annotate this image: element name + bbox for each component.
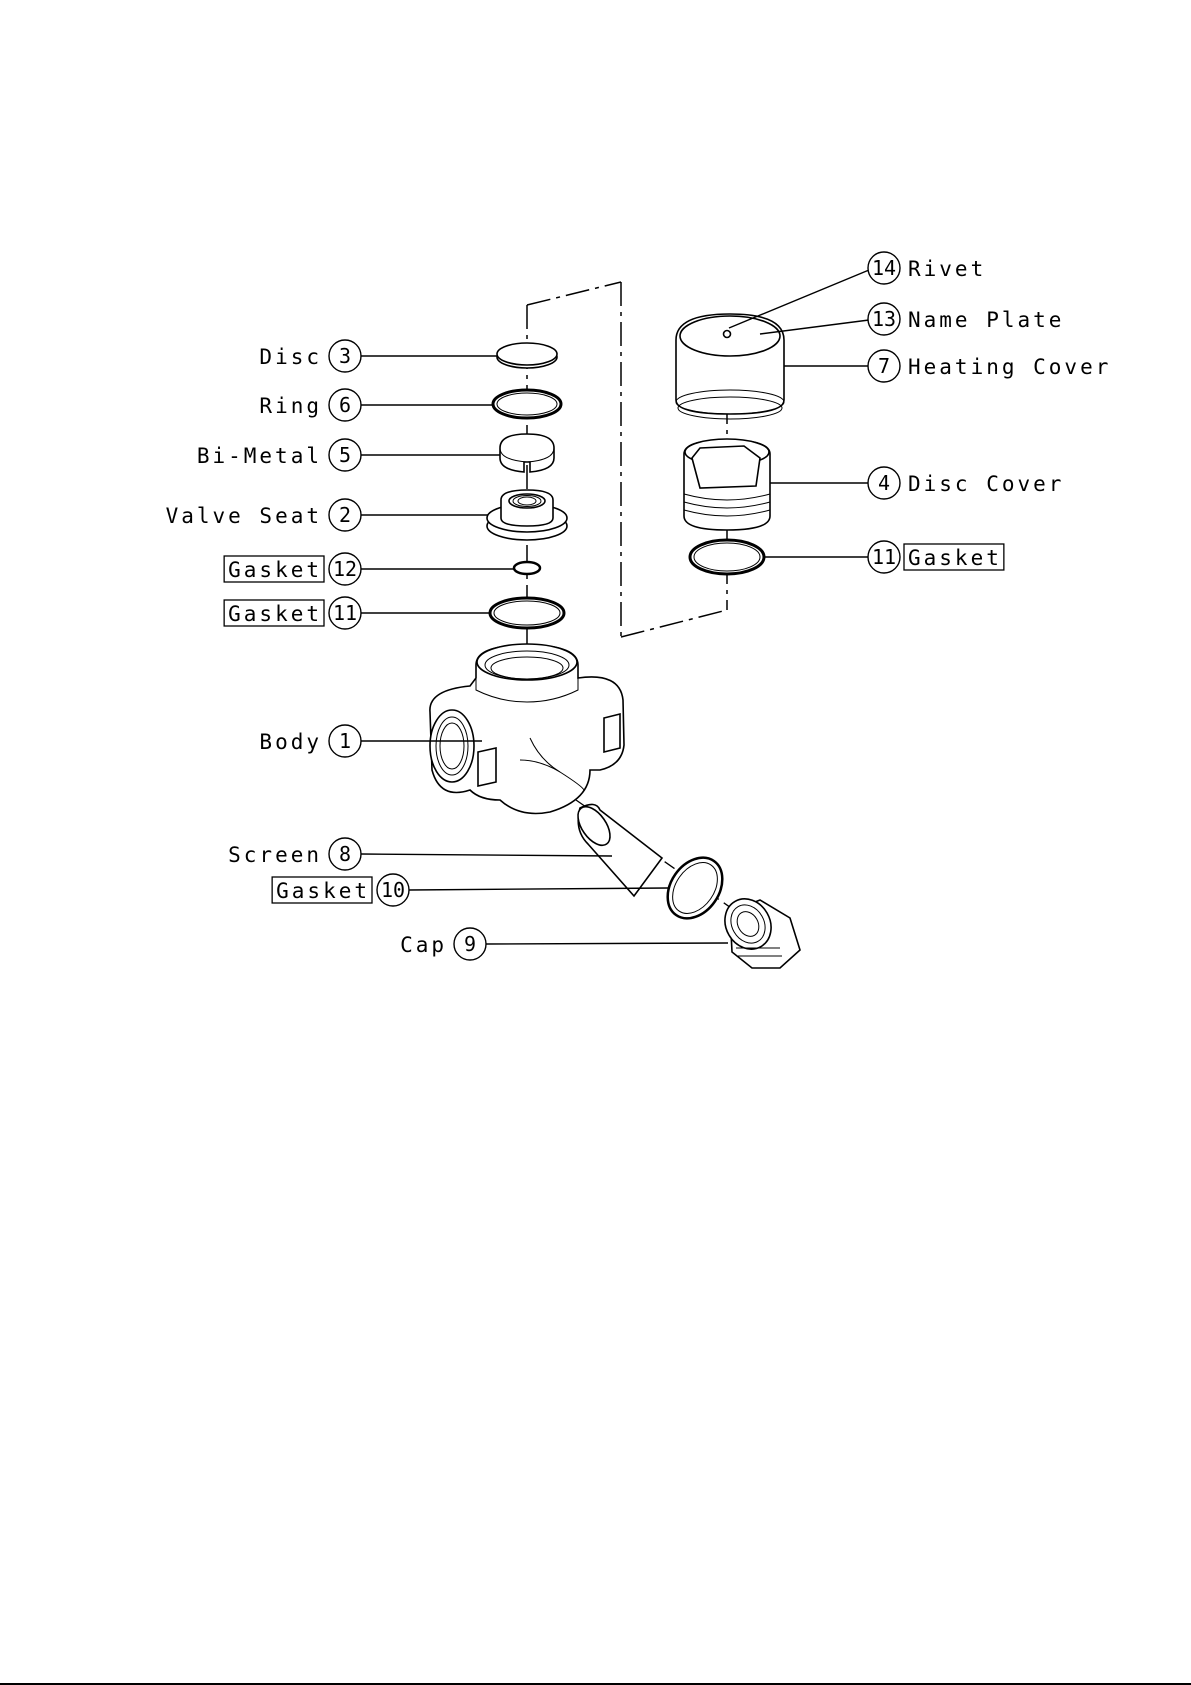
gasket-right-part: [690, 540, 764, 574]
part-name: Name Plate: [908, 308, 1064, 332]
body-part: [430, 644, 624, 814]
callout-6-ring: 6 Ring: [259, 389, 361, 421]
disc-part: [497, 343, 557, 368]
heating-cover-part: [676, 314, 784, 419]
part-name: Gasket: [228, 558, 322, 582]
disc-cover-part: [684, 439, 770, 530]
callout-11-gasket: 11 Gasket: [868, 541, 1004, 573]
callout-1-body: 1 Body: [259, 725, 361, 757]
part-name: Ring: [259, 394, 322, 418]
part-name: Bi-Metal: [197, 444, 322, 468]
part-name: Heating Cover: [908, 355, 1111, 379]
callout-number: 11: [872, 545, 896, 569]
part-name: Screen: [228, 843, 322, 867]
callout-number: 8: [339, 842, 351, 866]
callout-2-valve-seat: 2 Valve Seat: [166, 499, 361, 531]
callout-number: 2: [339, 503, 351, 527]
part-name: Gasket: [276, 879, 370, 903]
cap-part: [716, 890, 800, 968]
callout-number: 11: [333, 601, 357, 625]
callout-3-disc: 3 Disc: [259, 340, 361, 372]
valve-seat-part: [487, 490, 567, 540]
callout-number: 7: [878, 354, 890, 378]
callout-9-cap: 9 Cap: [400, 928, 486, 960]
screen-part: [572, 801, 662, 896]
part-name: Body: [259, 730, 322, 754]
callout-13-name-plate: 13 Name Plate: [868, 303, 1064, 335]
part-name: Disc: [259, 345, 322, 369]
part-name: Rivet: [908, 257, 986, 281]
callout-5-bi-metal: 5 Bi-Metal: [197, 439, 361, 471]
part-name: Gasket: [228, 602, 322, 626]
callout-number: 9: [464, 932, 476, 956]
part-name: Valve Seat: [166, 504, 322, 528]
callout-number: 13: [872, 307, 896, 331]
callout-8-screen: 8 Screen: [228, 838, 361, 870]
callout-number: 6: [339, 393, 351, 417]
callout-number: 4: [878, 471, 890, 495]
callout-number: 3: [339, 344, 351, 368]
small-gasket-part: [514, 562, 540, 574]
rivet-mark: [724, 331, 731, 338]
callout-number: 14: [872, 256, 896, 280]
gasket-left-part: [490, 598, 564, 628]
callout-7-heating-cover: 7 Heating Cover: [868, 350, 1111, 382]
callout-number: 1: [339, 729, 351, 753]
callout-number: 10: [381, 878, 405, 902]
callout-14-rivet: 14 Rivet: [868, 252, 986, 284]
callout-11-gasket: 11 Gasket: [224, 597, 361, 629]
callout-10-gasket: 10 Gasket: [272, 874, 409, 906]
callout-number: 12: [333, 557, 357, 581]
part-name: Disc Cover: [908, 472, 1064, 496]
ring-part: [493, 390, 561, 418]
part-name: Cap: [400, 933, 447, 957]
callout-number: 5: [339, 443, 351, 467]
callout-12-gasket: 12 Gasket: [224, 553, 361, 585]
callout-4-disc-cover: 4 Disc Cover: [868, 467, 1064, 499]
part-name: Gasket: [908, 546, 1002, 570]
